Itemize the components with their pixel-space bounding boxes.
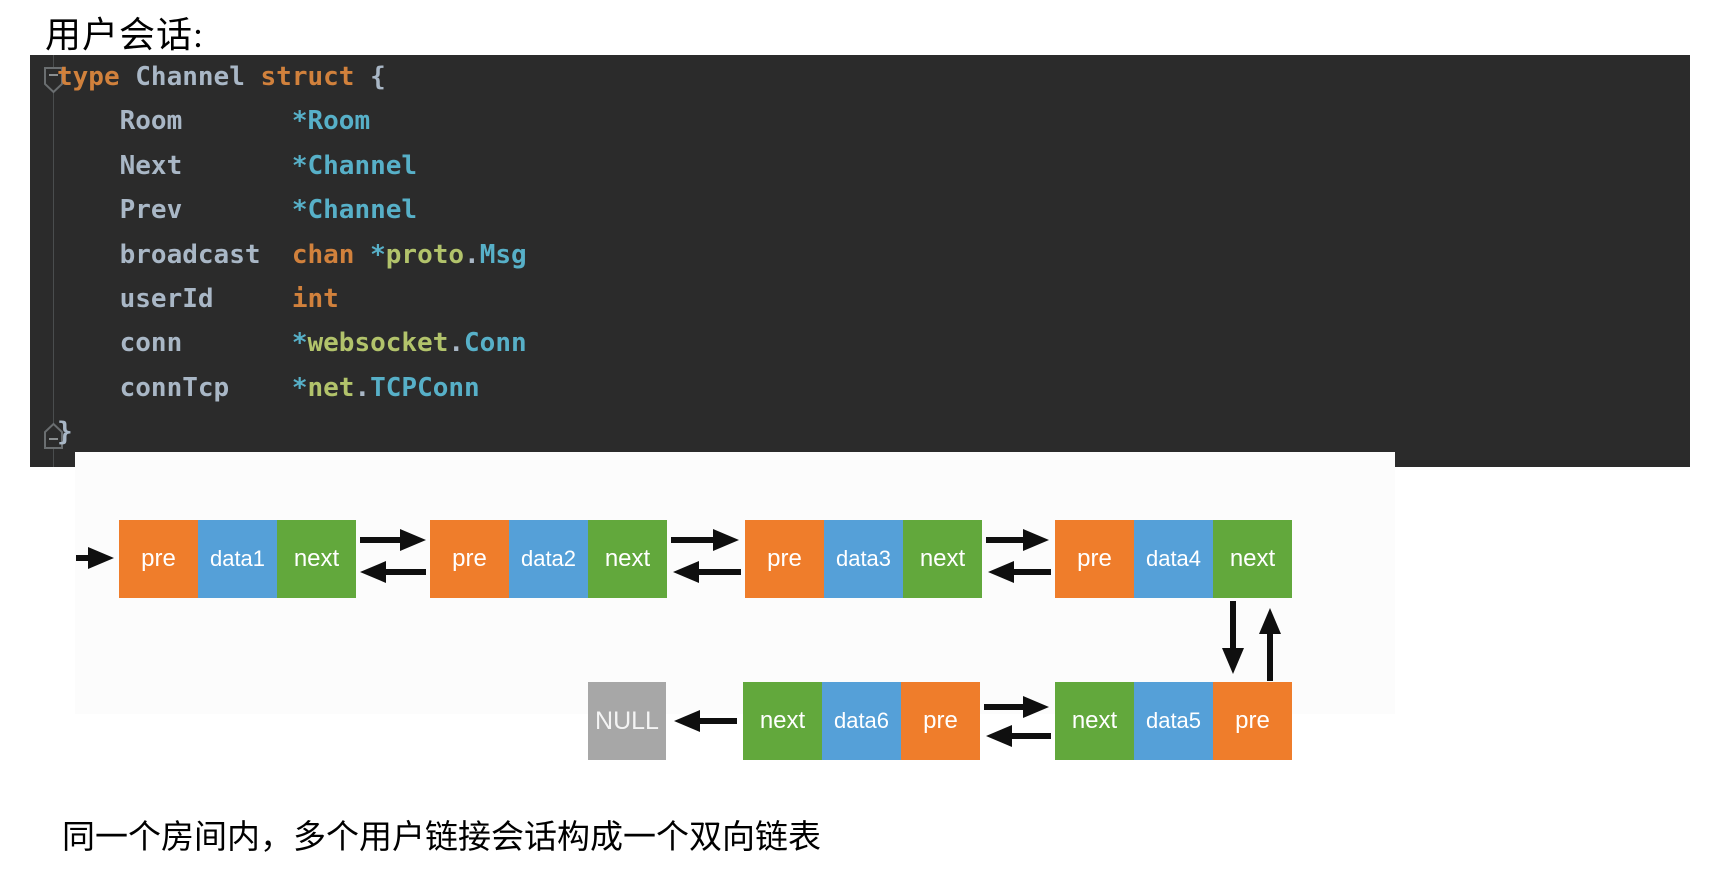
null-box: NULL (588, 682, 666, 760)
node-cell-pre: pre (430, 520, 509, 598)
node-cell-next: next (743, 682, 822, 760)
node-cell-data5: data5 (1134, 682, 1213, 760)
node-cell-pre: pre (745, 520, 824, 598)
code-line: userId int (119, 284, 339, 315)
node-cell-data2: data2 (509, 520, 588, 598)
code-line: connTcp *net.TCPConn (119, 372, 480, 403)
fold-collapse-icon (44, 67, 63, 94)
node-cell-data1: data1 (198, 520, 277, 598)
fold-end-icon (44, 422, 63, 449)
code-line: Room *Room (119, 106, 371, 137)
code-editor: type Channel struct { Room *Room Next *C… (30, 55, 1690, 467)
code-lines: type Channel struct { Room *Room Next *C… (57, 55, 527, 455)
page-caption: 同一个房间内，多个用户链接会话构成一个双向链表 (62, 820, 821, 856)
code-line: broadcast chan *proto.Msg (119, 239, 527, 270)
code-line: Next *Channel (119, 150, 418, 181)
node-cell-pre: pre (119, 520, 198, 598)
code-line: Prev *Channel (119, 195, 418, 226)
node-cell-next: next (1213, 520, 1292, 598)
code-line: } (57, 417, 73, 448)
node-cell-pre: pre (901, 682, 980, 760)
node-cell-next: next (1055, 682, 1134, 760)
node-cell-pre: pre (1055, 520, 1134, 598)
node-cell-next: next (588, 520, 667, 598)
page-title: 用户会话: (45, 15, 205, 55)
node-cell-data3: data3 (824, 520, 903, 598)
code-line: type Channel struct { (57, 62, 386, 92)
node-cell-next: next (903, 520, 982, 598)
fold-gutter-line (53, 55, 54, 467)
node-cell-data6: data6 (822, 682, 901, 760)
node-cell-next: next (277, 520, 356, 598)
node-cell-pre: pre (1213, 682, 1292, 760)
node-cell-data4: data4 (1134, 520, 1213, 598)
code-line: conn *websocket.Conn (119, 328, 527, 359)
